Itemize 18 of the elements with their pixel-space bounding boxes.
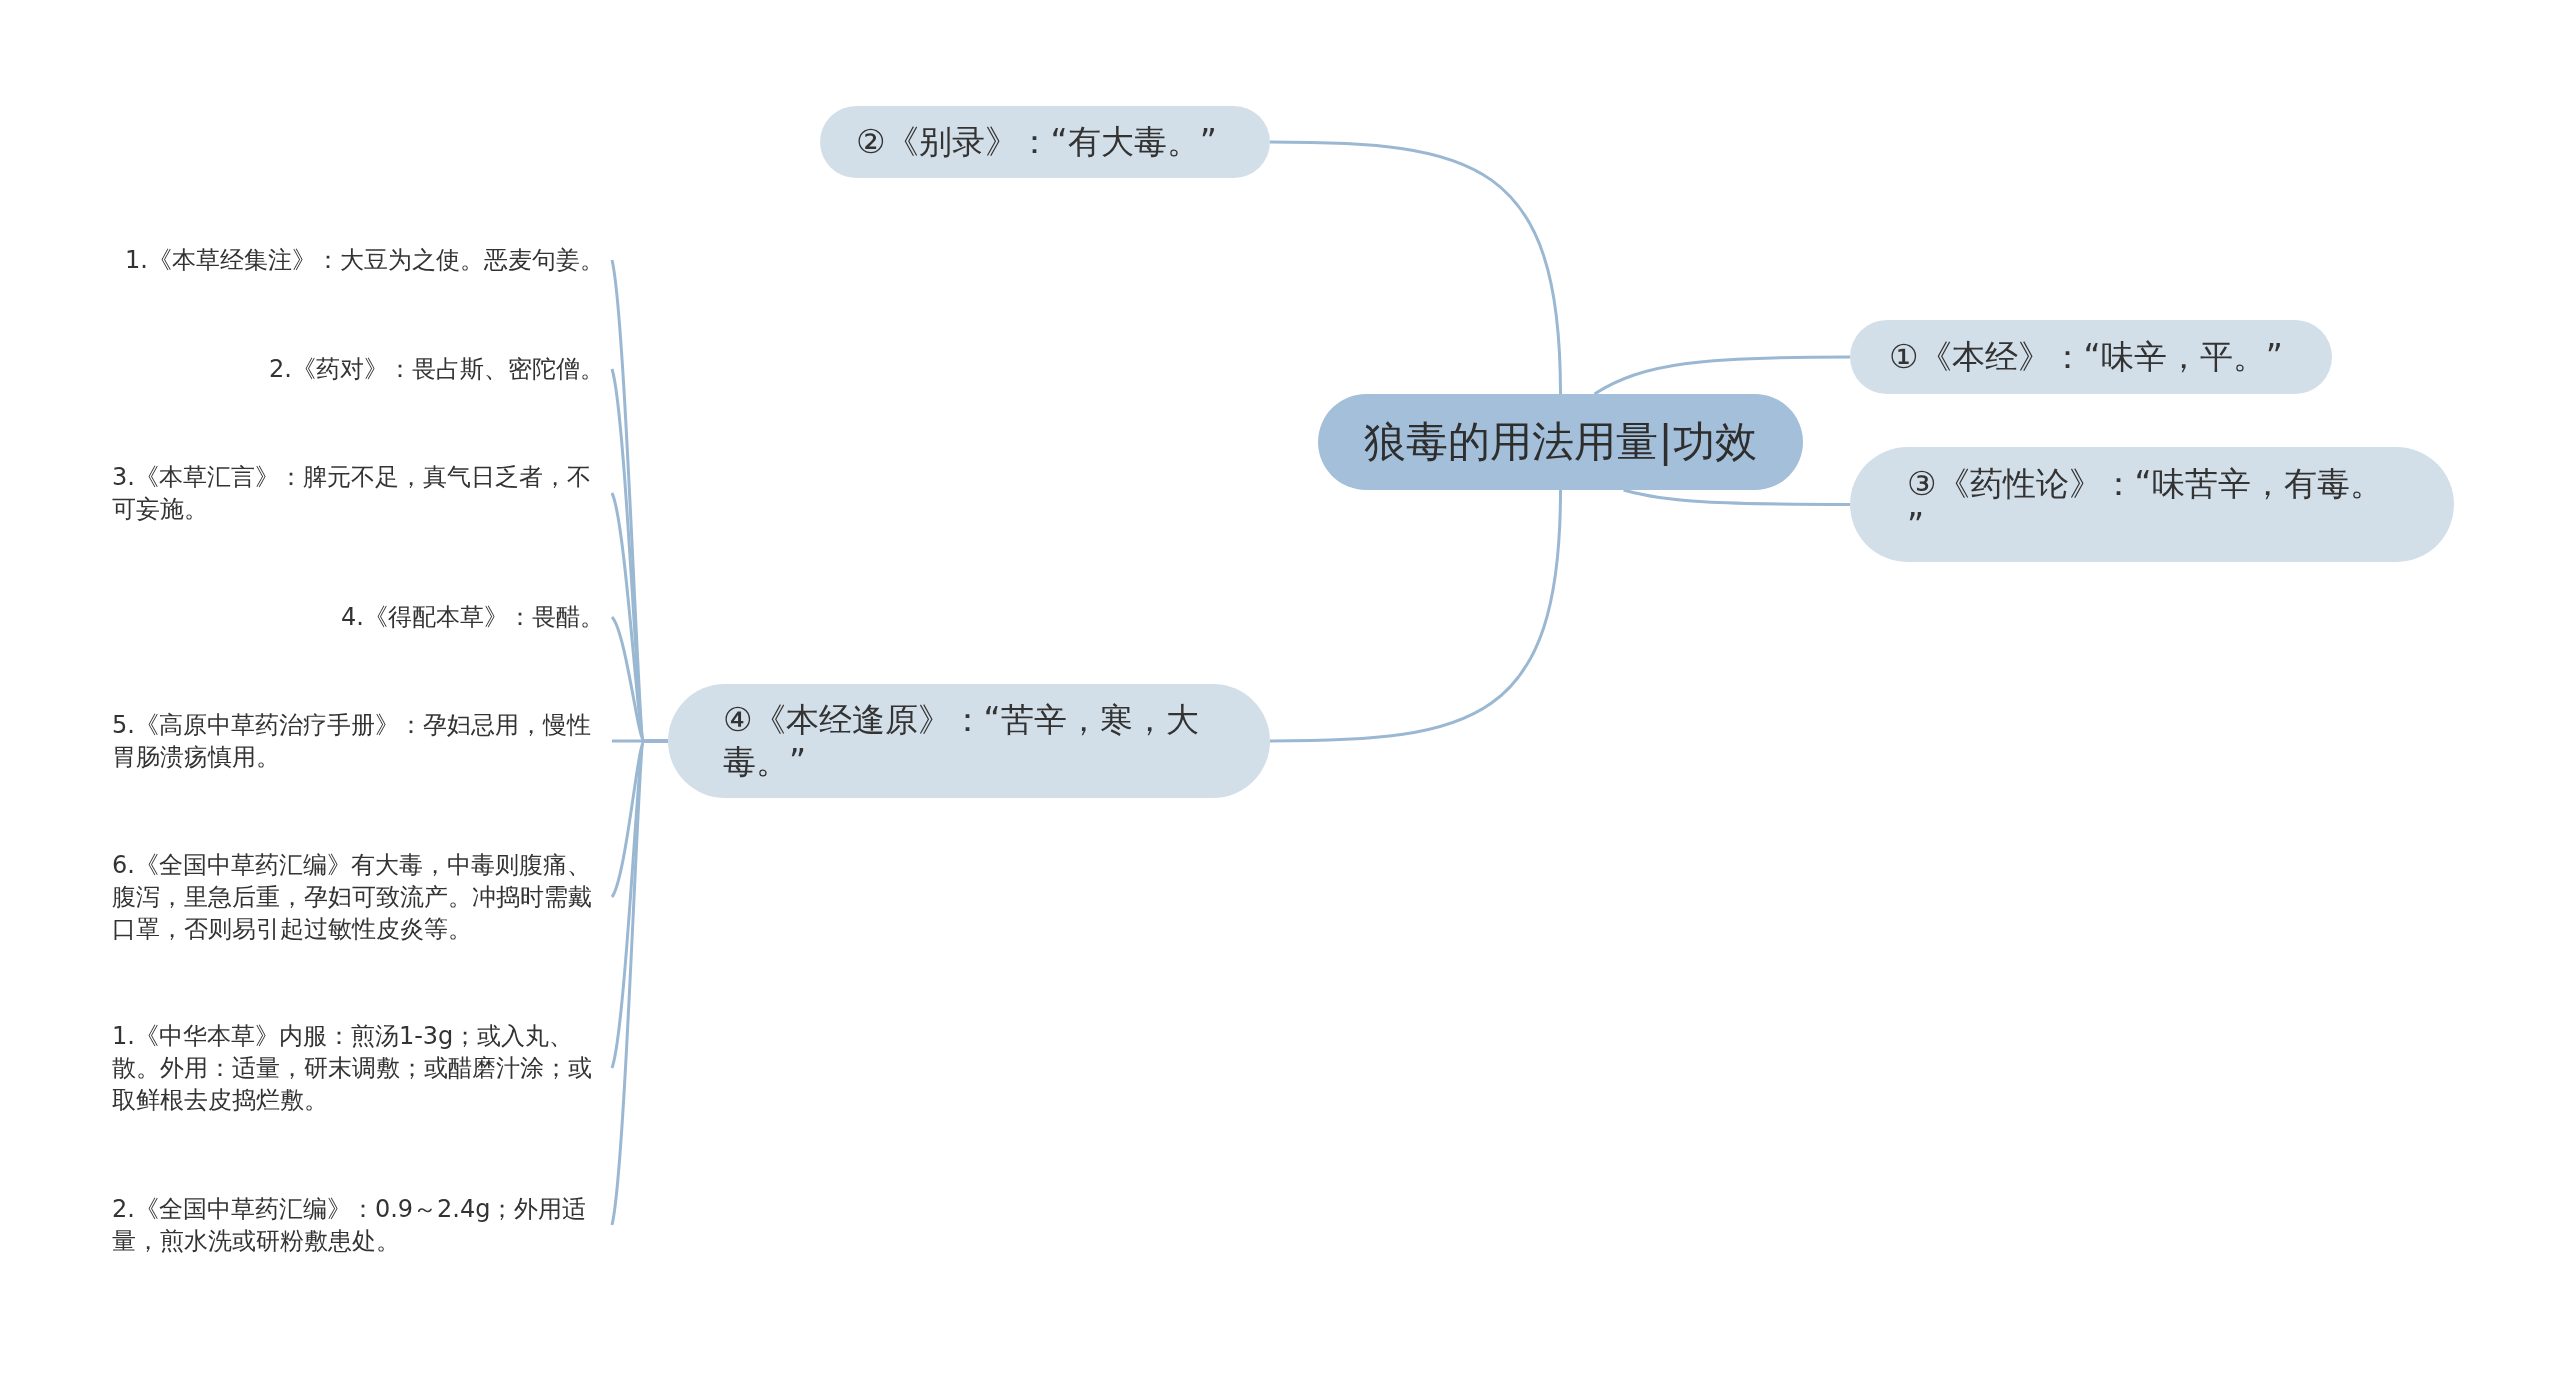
note-text: 5.《高原中草药治疗手册》：孕妇忌用，慢性胃肠溃疡慎用。 — [112, 709, 604, 773]
note-text: 2.《全国中草药汇编》：0.9～2.4g；外用适量，煎水洗或研粉敷患处。 — [112, 1193, 604, 1257]
note-text: 3.《本草汇言》：脾元不足，真气日乏者，不可妄施。 — [112, 461, 604, 525]
branch-line — [1623, 488, 1850, 506]
central-topic-box: 狼毒的用法用量|功效 — [1318, 394, 1803, 490]
topic-box: ③《药性论》：“味苦辛，有毒。” — [1850, 447, 2454, 562]
topic-box: ②《别录》：“有大毒。” — [820, 106, 1270, 178]
note-text: 2.《药对》：畏占斯、密陀僧。 — [269, 353, 604, 385]
branch-line — [1593, 355, 1850, 396]
note-text: 4.《得配本草》：畏醋。 — [341, 601, 604, 633]
note-text: 1.《本草经集注》：大豆为之使。恶麦句姜。 — [125, 244, 604, 276]
branch-line — [1270, 140, 1562, 395]
note-text: 1.《中华本草》内服：煎汤1-3g；或入丸、散。外用：适量，研末调敷；或醋磨汁涂；或取鲜根去皮捣烂敷。 — [112, 1020, 604, 1116]
topic-box: ④《本经逢原》：“苦辛，寒，大毒。” — [668, 684, 1270, 798]
branch-line — [610, 739, 668, 1226]
branch-line — [1270, 489, 1562, 743]
topic-box: ①《本经》：“味辛，平。” — [1850, 320, 2332, 394]
note-text: 6.《全国中草药汇编》有大毒，中毒则腹痛、腹泻，里急后重，孕妇可致流产。冲捣时需戴口罩，否则易引起过敏性皮炎等。 — [112, 849, 604, 945]
